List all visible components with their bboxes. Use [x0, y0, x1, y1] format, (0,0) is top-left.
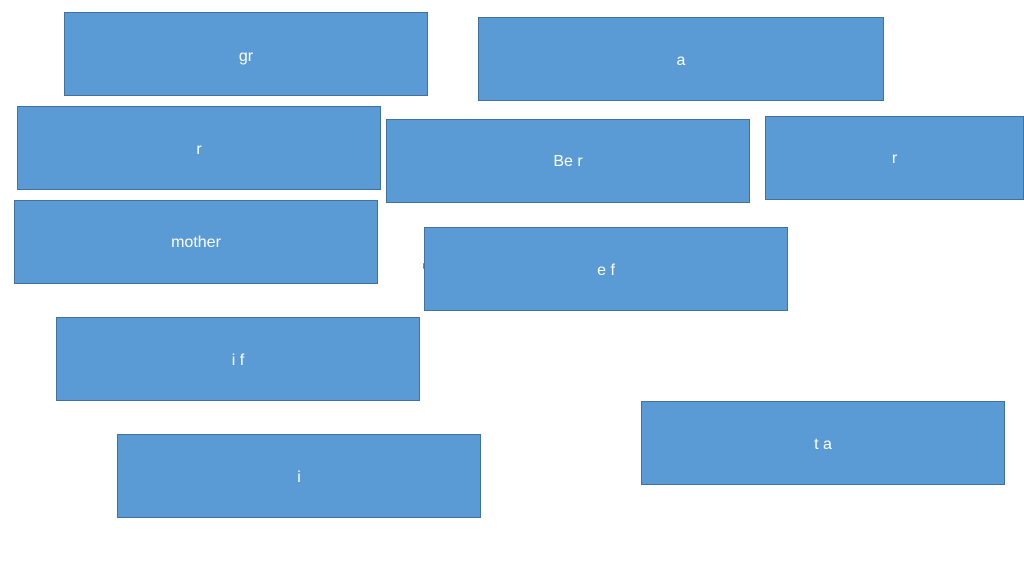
word-card-e-f[interactable]: e f — [424, 227, 788, 311]
word-card-mother[interactable]: mother — [14, 200, 378, 284]
word-card-label: a — [676, 52, 686, 69]
word-card-r-left[interactable]: r — [17, 106, 381, 190]
word-card-label: e f — [597, 262, 615, 279]
word-card-i-f[interactable]: i f — [56, 317, 420, 401]
word-card-label: r — [891, 150, 898, 167]
word-card-r-right[interactable]: r — [765, 116, 1024, 200]
word-card-label: t a — [814, 436, 832, 453]
word-card-label: gr — [238, 48, 254, 65]
word-card-label: Be r — [553, 153, 583, 170]
word-card-label: i — [297, 469, 301, 486]
word-card-label: mother — [171, 234, 221, 251]
word-card-label: i f — [231, 352, 245, 369]
word-card-t-a[interactable]: t a — [641, 401, 1005, 485]
word-card-label: r — [196, 141, 202, 158]
word-card-a[interactable]: a — [478, 17, 884, 101]
word-card-i[interactable]: i — [117, 434, 481, 518]
word-card-be-r[interactable]: Be r — [386, 119, 750, 203]
word-card-gr[interactable]: gr — [64, 12, 428, 96]
